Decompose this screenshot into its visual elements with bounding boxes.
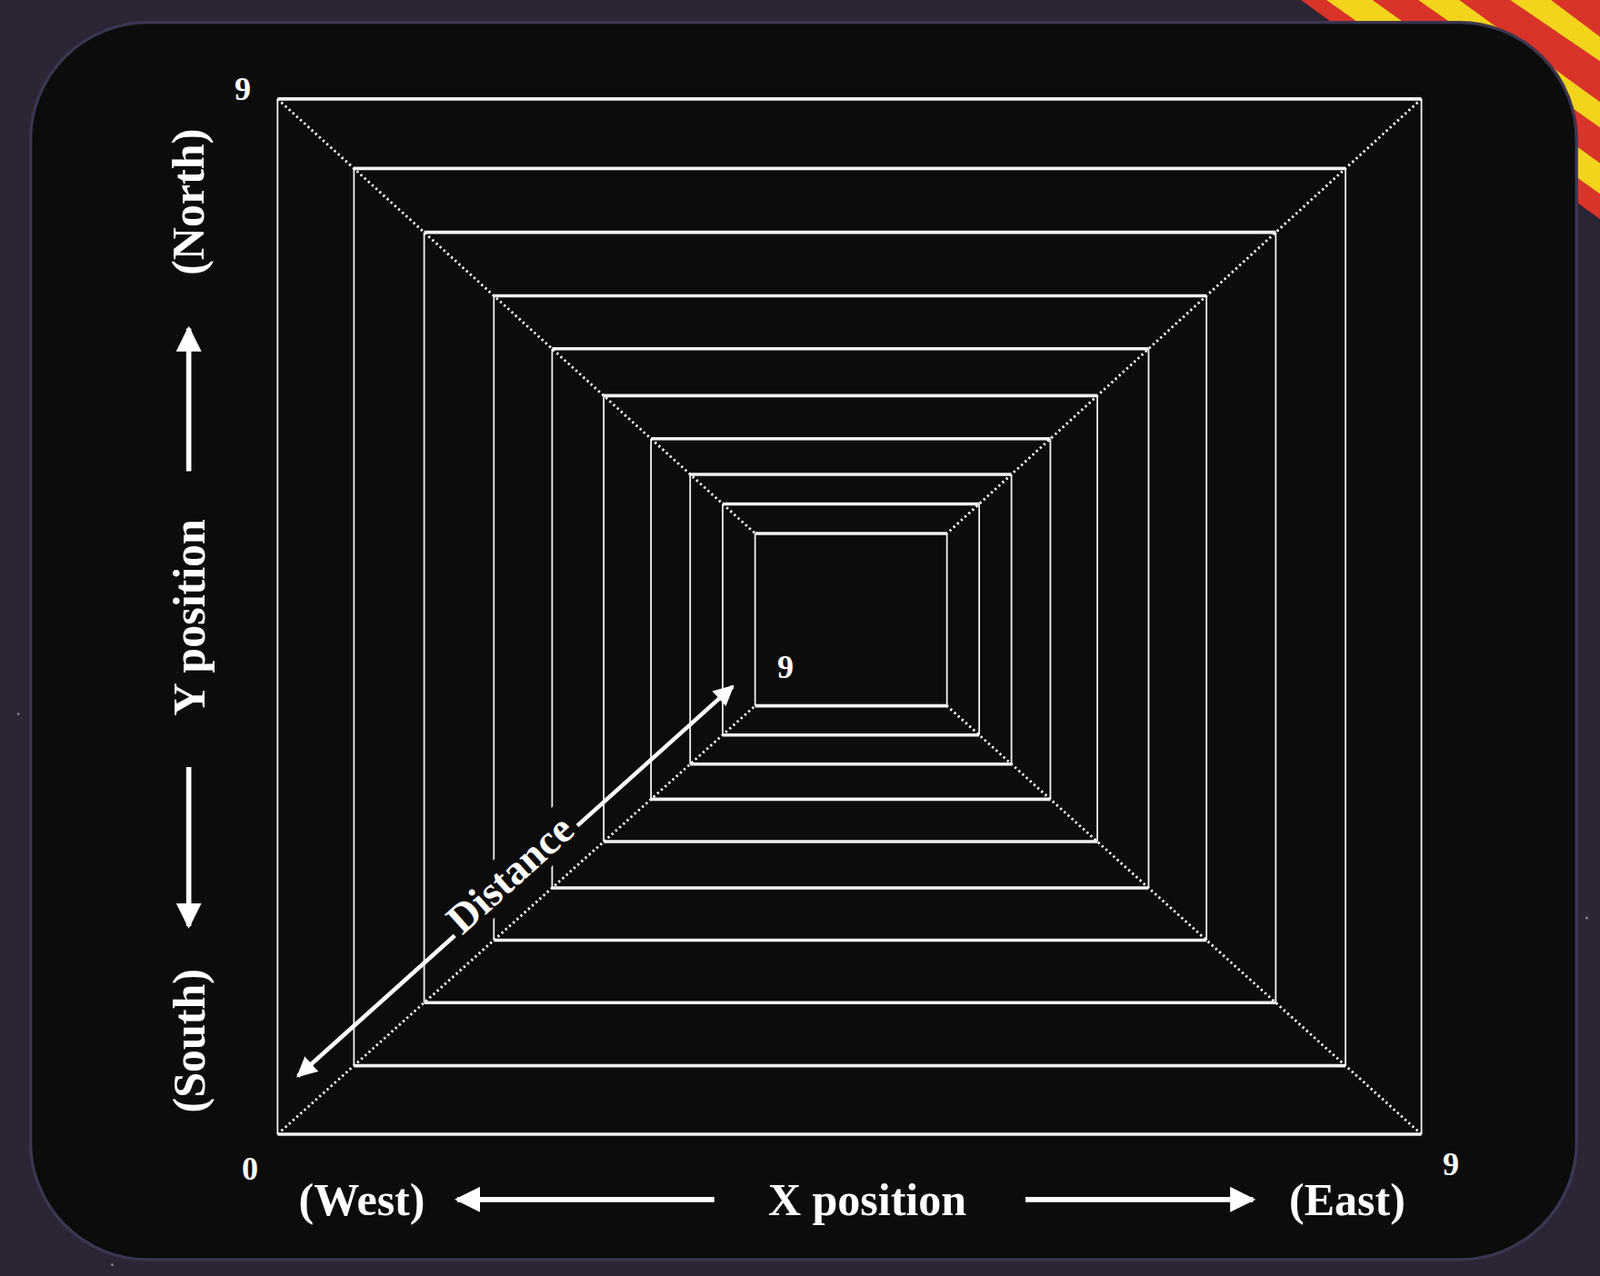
grid-line bbox=[1050, 439, 1052, 800]
grid-line bbox=[551, 347, 1149, 351]
grid-line bbox=[690, 762, 1011, 767]
grid-line bbox=[755, 704, 948, 709]
direction-label: (South) bbox=[165, 969, 214, 1113]
grid-line bbox=[603, 840, 1098, 844]
grid-line bbox=[353, 167, 1346, 171]
grid-line bbox=[493, 294, 1207, 299]
axis-max-number: 9 bbox=[777, 650, 794, 686]
screen-background bbox=[30, 22, 1578, 1260]
north-arrow bbox=[186, 328, 192, 471]
grid-line bbox=[689, 474, 691, 765]
grid-line bbox=[721, 503, 724, 735]
diagonal-line bbox=[277, 706, 755, 1135]
grid-line bbox=[277, 97, 1421, 101]
diagonal-line bbox=[277, 99, 755, 534]
grid-line bbox=[276, 99, 279, 1135]
grid-line bbox=[1420, 99, 1423, 1135]
axis-max-number: 9 bbox=[1442, 1148, 1460, 1183]
south-arrow bbox=[186, 767, 192, 927]
grid-line bbox=[946, 533, 949, 707]
grid-line bbox=[1096, 395, 1099, 842]
diagonal-line bbox=[947, 706, 1422, 1135]
grid-line bbox=[492, 295, 495, 940]
grid-line bbox=[424, 230, 1277, 235]
grid-line bbox=[650, 439, 652, 800]
axis-origin-number: 0 bbox=[241, 1152, 259, 1188]
grid-line bbox=[551, 886, 1149, 890]
axis-title: Y position bbox=[165, 519, 214, 716]
axis-title: X position bbox=[768, 1176, 967, 1225]
east-arrow bbox=[1025, 1197, 1253, 1203]
grid-line bbox=[754, 533, 757, 707]
grid-line bbox=[493, 939, 1207, 943]
grid-line bbox=[690, 472, 1011, 477]
grid-line bbox=[978, 503, 980, 735]
axis-arrows bbox=[189, 328, 1254, 1200]
grid-line bbox=[603, 394, 1098, 399]
grid-line bbox=[602, 395, 605, 842]
grid-line bbox=[353, 1064, 1346, 1069]
grid-line bbox=[650, 798, 1050, 802]
distance-arrow bbox=[298, 686, 733, 1077]
grid-line bbox=[423, 232, 426, 1004]
axis-title: Distance bbox=[434, 803, 587, 947]
grid-line bbox=[722, 733, 980, 738]
grid-line bbox=[1344, 168, 1347, 1066]
direction-label: (East) bbox=[1289, 1176, 1406, 1225]
grid-line bbox=[1148, 349, 1150, 889]
grid-line bbox=[352, 168, 355, 1066]
grid-line bbox=[277, 1132, 1421, 1137]
direction-label: (West) bbox=[299, 1176, 426, 1225]
grid-line bbox=[1205, 295, 1208, 940]
grid-line bbox=[650, 437, 1050, 441]
grid-line bbox=[1010, 474, 1013, 765]
west-arrow bbox=[457, 1197, 715, 1203]
axis-max-number: 9 bbox=[234, 72, 251, 108]
perspective-grid bbox=[277, 99, 1421, 1135]
grid-line bbox=[722, 502, 980, 507]
grid-line bbox=[1274, 232, 1277, 1004]
direction-label: (North) bbox=[165, 128, 214, 275]
grid-line bbox=[424, 1000, 1277, 1005]
diagonal-line bbox=[947, 99, 1422, 534]
grid-line bbox=[755, 531, 948, 536]
